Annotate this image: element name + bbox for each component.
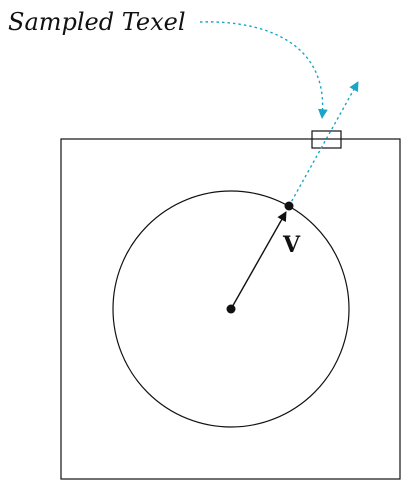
texture-square: [60, 138, 401, 480]
sphere-circle: [112, 190, 350, 428]
sampled-texel-box: [311, 130, 342, 149]
surface-point: [284, 201, 294, 211]
sampled-texel-caption: Sampled Texel: [8, 8, 186, 36]
vector-v-label: V: [282, 232, 301, 258]
ray-extension-arrow: [288, 81, 359, 207]
vector-v-arrow: [230, 211, 287, 310]
center-point: [226, 304, 236, 314]
caption-pointer-arrow: [199, 21, 328, 119]
